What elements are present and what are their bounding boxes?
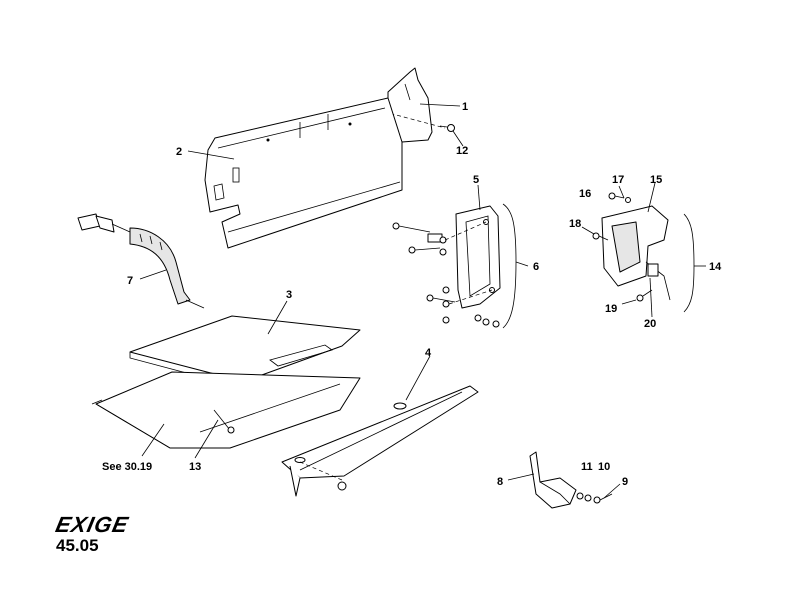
callout-8: 8 [497,476,503,488]
callout-15: 15 [650,174,662,186]
leader-lines [139,103,656,499]
callout-17: 17 [612,174,624,186]
part-10-washer [584,494,592,502]
callout-13: 13 [189,461,201,473]
callout-10: 10 [598,461,610,473]
part-6-brace [502,203,529,329]
part-6-fixings [392,221,500,328]
part-9-screw [593,493,613,504]
callout-20: 20 [644,318,656,330]
part-20-clip [647,263,659,277]
part-11-washer [576,492,584,500]
callout-19: 19 [605,303,617,315]
callout-2: 2 [176,146,182,158]
page-number: 45.05 [56,536,99,555]
part-12-screw [439,124,455,132]
see-reference-note: See 30.19 [102,461,152,473]
callout-9: 9 [622,476,628,488]
part-lower-tray [91,371,361,449]
part-15-bracket [601,205,671,301]
part-17-washer [625,197,631,203]
part-7-cable [77,213,205,309]
part-16-screw [608,192,625,200]
part-8-bracket [529,451,577,509]
callout-6: 6 [533,261,539,273]
part-18-screw [592,232,609,241]
exige-logo: EXIGE [53,512,132,537]
part-14-brace [683,213,706,313]
callout-7: 7 [127,275,133,287]
part-3-floor-board [129,315,361,385]
callout-12: 12 [456,145,468,157]
part-4-side-rail [281,385,479,497]
callout-1: 1 [462,101,468,113]
part-2-long-panel [204,97,403,249]
callout-16: 16 [579,188,591,200]
callout-18: 18 [569,218,581,230]
callout-3: 3 [286,289,292,301]
callout-5: 5 [473,174,479,186]
part-13-stud [213,409,235,434]
callout-14: 14 [709,261,722,273]
callout-11: 11 [581,461,593,473]
part-19-screw [636,289,653,302]
callout-4: 4 [425,347,432,359]
part-5-bracket [455,205,501,309]
